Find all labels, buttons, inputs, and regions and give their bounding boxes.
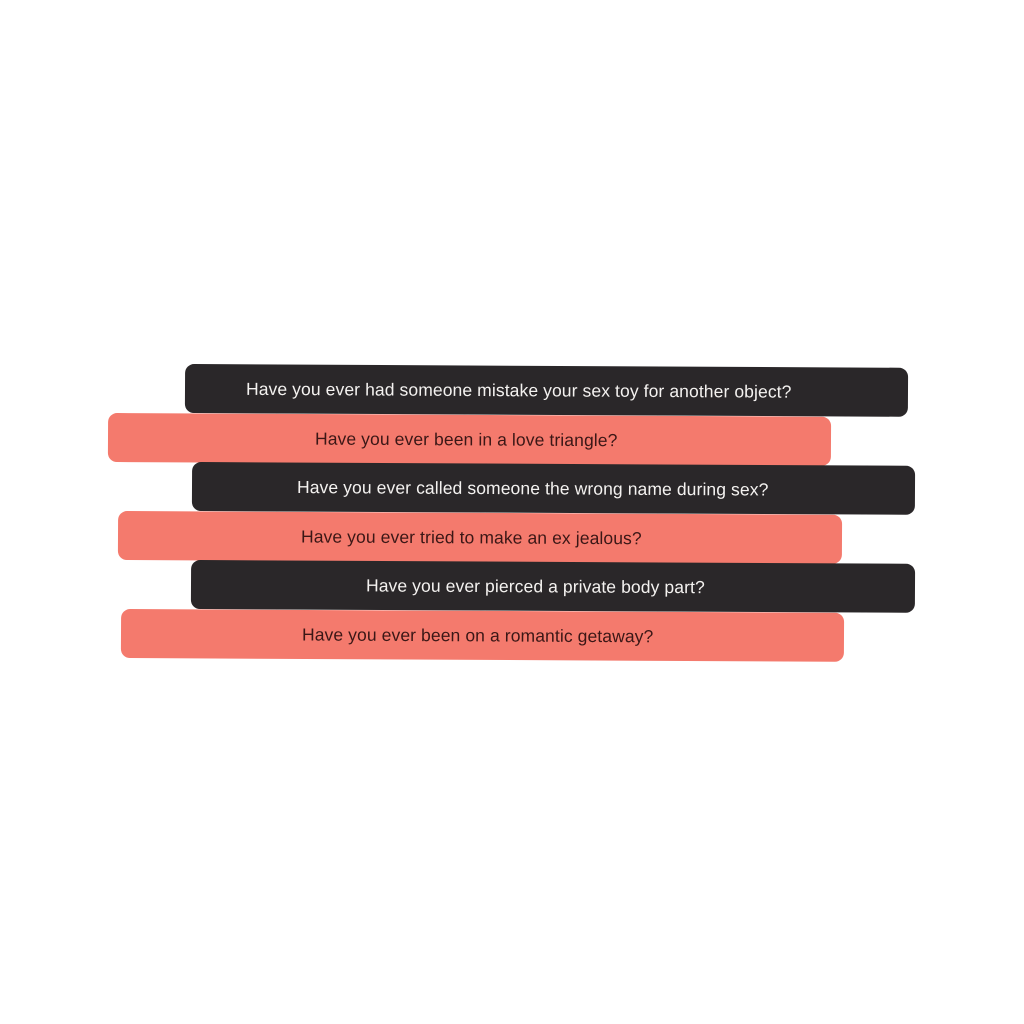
question-card: Have you ever been on a romantic getaway…	[120, 609, 845, 662]
question-text: Have you ever been in a love triangle?	[314, 428, 618, 450]
question-text: Have you ever called someone the wrong n…	[296, 476, 769, 500]
question-text: Have you ever been on a romantic getaway…	[301, 623, 654, 646]
question-card: Have you ever tried to make an ex jealou…	[117, 511, 843, 564]
question-card: Have you ever called someone the wrong n…	[191, 462, 916, 515]
question-card: Have you ever been in a love triangle?	[107, 413, 832, 466]
question-card: Have you ever had someone mistake your s…	[184, 364, 909, 417]
question-text: Have you ever pierced a private body par…	[365, 574, 705, 597]
question-text: Have you ever tried to make an ex jealou…	[300, 525, 642, 548]
question-card: Have you ever pierced a private body par…	[190, 560, 916, 613]
question-text: Have you ever had someone mistake your s…	[245, 378, 792, 402]
